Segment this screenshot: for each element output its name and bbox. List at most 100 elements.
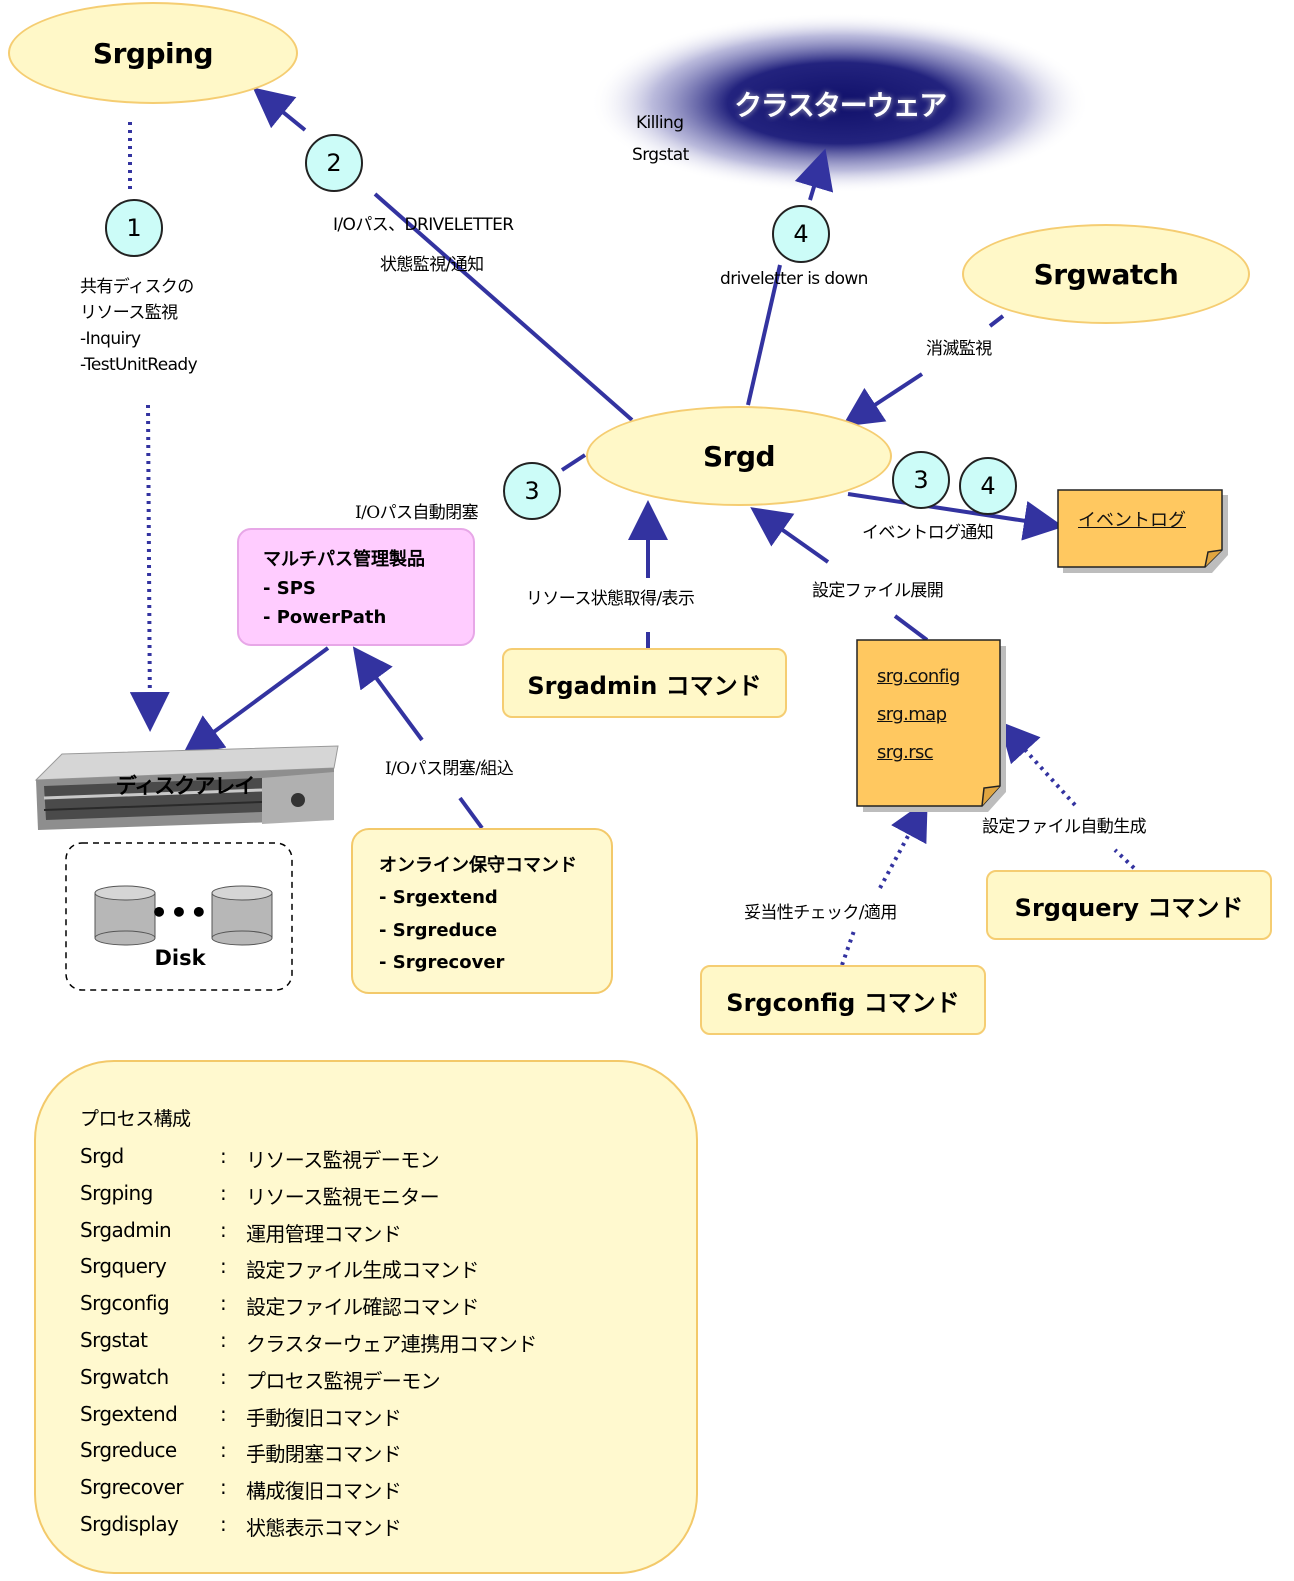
event-log-note [1057,489,1228,573]
clusterware-glow [590,13,1090,193]
connector-srgwatch-to-srgd [841,372,924,427]
connector-srgping-to-disk-array [129,404,170,732]
srgping-label: Srgping [92,36,214,70]
legend-separator: : [220,1180,227,1205]
legend-process-name: Srgrecover [80,1475,184,1500]
config-autogen-label: 設定ファイル自動生成 [982,817,1147,837]
legend-process-name: Srgwatch [80,1364,169,1389]
step-badge-3-srgd: 3 [503,462,561,520]
legend-process-desc: 設定ファイル確認コマンド [246,1295,479,1320]
connector-online-maint-stub [458,796,484,830]
event-log-link[interactable]: イベントログ [1078,506,1186,532]
legend-process-desc: リソース監視モニター [246,1184,440,1209]
legend-separator: : [220,1144,227,1168]
legend-process-desc: 状態表示コマンド [246,1516,402,1540]
config-file-list: srg.config srg.map srg.rsc [877,658,960,772]
connector-srgd-to-clusterware [794,148,834,201]
legend-separator: : [220,1254,227,1279]
step-badge-1: 1 [105,199,163,257]
killing-label-line1: Killing [636,113,684,133]
legend-process-name: Srgextend [80,1401,178,1426]
legend-separator: : [220,1475,227,1500]
connector-srgd-to-event-log [847,492,1064,541]
disk-ellipsis: ••• [150,896,210,929]
config-file-srg-map[interactable]: srg.map [877,696,960,734]
step-badge-4-eventlog: 4 [959,457,1017,515]
srgquery-label: Srgquery コマンド [1014,893,1244,922]
connector-srgwatch-stub [988,314,1005,328]
legend-title: プロセス構成 [80,1108,191,1130]
legend-process-name: Srgstat [80,1328,148,1352]
connector-srgd-to-cluster-lower [746,264,782,406]
connector-srgconfig-stub [840,927,857,966]
io-path-monitor-label-line1: I/Oパス、DRIVELETTER [333,215,514,235]
srgconfig-label: Srgconfig コマンド [726,988,960,1017]
srgd-node: Srgd [586,406,892,506]
legend-separator: : [220,1364,227,1389]
online-maint-title: オンライン保守コマンド [379,855,577,876]
step-badge-2: 2 [305,134,363,192]
srgquery-command-box: Srgquery コマンド [986,870,1272,940]
io-auto-block-label: I/Oパス自動閉塞 [355,503,479,523]
config-file-srg-rsc[interactable]: srg.rsc [877,734,960,772]
io-block-incorp-label: I/Oパス閉塞/組込 [385,759,514,779]
legend-separator: : [220,1438,227,1463]
validity-check-label: 妥当性チェック/適用 [744,903,897,923]
disk-array-label: ディスクアレイ [115,774,256,798]
online-maint-item-srgrecover: - Srgrecover [379,952,505,974]
multipath-item-powerpath: - PowerPath [263,606,387,628]
legend-process-desc: クラスターウェア連携用コマンド [246,1332,537,1356]
connector-online-maint-to-multipath [352,646,424,742]
multipath-item-sps: - SPS [263,577,316,599]
clusterware-label: クラスターウェア [734,89,947,122]
legend-process-name: Srgconfig [80,1291,170,1316]
legend-separator: : [220,1512,227,1536]
legend-process-desc: 手動復旧コマンド [246,1405,402,1430]
connector-srgquery-stub [1113,848,1136,870]
disk-label: Disk [154,946,206,970]
legend-process-name: Srgd [80,1144,124,1168]
legend-separator: : [220,1328,227,1352]
srgwatch-label: Srgwatch [1033,257,1179,291]
step-badge-3-eventlog: 3 [892,451,950,509]
legend-separator: : [220,1401,227,1426]
config-files-note [856,639,1006,812]
resource-status-label: リソース状態取得/表示 [526,589,695,609]
srgadmin-command-box: Srgadmin コマンド [502,648,787,718]
srgadmin-label: Srgadmin コマンド [527,671,762,700]
srgd-label: Srgd [702,439,776,473]
connector-srgd-to-srgping-lower [373,192,634,422]
shared-disk-line-3: -Inquiry [80,329,141,349]
connector-srgconfig-to-config [878,799,928,889]
connector-config-stub [893,614,929,642]
srgconfig-command-box: Srgconfig コマンド [700,965,986,1035]
config-file-srg-config[interactable]: srg.config [877,658,960,696]
config-file-srg-config-text: srg.config [877,666,960,687]
disk-cylinder-right [211,885,273,946]
legend-process-desc: リソース監視デーモン [246,1148,440,1172]
event-log-notify-label: イベントログ通知 [862,523,994,543]
disk-array-device [34,745,339,830]
config-file-srg-rsc-text: srg.rsc [877,742,934,763]
legend-separator: : [220,1217,227,1242]
legend-process-desc: 構成復旧コマンド [246,1479,402,1504]
driveletter-down-label: driveletter is down [720,269,868,289]
legend-separator: : [220,1291,227,1316]
connector-srgd-to-multipath [560,453,587,472]
online-maintenance-command-box: オンライン保守コマンド - Srgextend - Srgreduce - Sr… [351,828,613,994]
online-maint-item-srgextend: - Srgextend [379,887,498,909]
multipath-title: マルチパス管理製品 [263,549,425,570]
connector-srgquery-to-config [998,721,1077,807]
config-deploy-label: 設定ファイル展開 [812,581,944,601]
legend-process-desc: 手動閉塞コマンド [246,1442,402,1467]
legend-process-name: Srgadmin [80,1217,172,1242]
connector-multipath-to-disk-array [182,646,330,756]
srgwatch-node: Srgwatch [962,224,1250,324]
extinct-watch-label: 消滅監視 [926,339,992,359]
shared-disk-line-1: 共有ディスクの [80,277,194,297]
legend-process-name: Srgquery [80,1254,167,1279]
srgping-node: Srgping [8,2,298,104]
